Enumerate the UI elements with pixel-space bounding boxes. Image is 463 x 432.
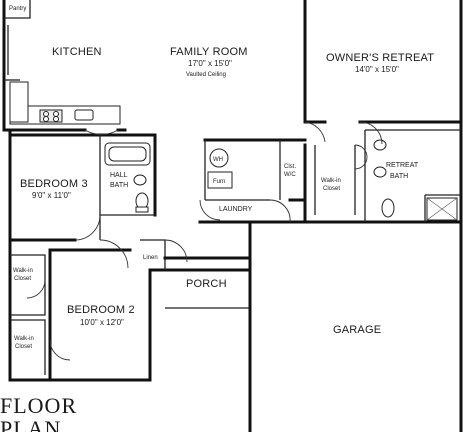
walkin-lower-label-2: Closet: [15, 344, 32, 350]
retreat-walkin-label-1: Walk-in: [321, 178, 341, 184]
bedroom2-dims: 10'0" x 12'0": [80, 318, 124, 327]
retreat-bath-label-2: BATH: [390, 173, 408, 180]
sink-icon: [133, 174, 147, 186]
pantry-label: Pantry: [9, 6, 26, 12]
walkin-upper-label-2: Closet: [14, 276, 31, 282]
retreat-walkin-label-2: Closet: [323, 186, 340, 192]
garage-label: GARAGE: [333, 324, 381, 336]
bedroom2-label: BEDROOM 2: [67, 304, 135, 316]
owners-retreat-label: OWNER'S RETREAT: [326, 52, 434, 64]
porch-label: PORCH: [186, 278, 227, 290]
family-room-note: Vaulted Ceiling: [186, 72, 226, 78]
closet-wic-label-1: Clst.: [284, 164, 296, 170]
walkin-lower-label-1: Walk-in: [14, 336, 34, 342]
family-room-dims: 17'0" x 15'0": [188, 59, 232, 68]
title-line-2: PLAN: [0, 416, 61, 432]
hall-bath-label-1: HALL: [110, 172, 128, 179]
bedroom3-dims: 9'0" x 11'0": [32, 191, 71, 200]
furnace-icon: [207, 171, 233, 189]
walkin-upper-label-1: Walk-in: [13, 268, 33, 274]
furn-label: Furn: [213, 179, 225, 185]
bedroom3-label: BEDROOM 3: [20, 178, 88, 190]
fixtures: [7, 25, 458, 221]
closet-wic-label-2: W/C: [284, 172, 296, 178]
doors: [26, 121, 383, 361]
title-line-1: FLOOR: [0, 393, 77, 418]
wh-label: WH: [213, 157, 223, 163]
water-heater-icon: [209, 148, 229, 168]
linen-label: Linen: [143, 255, 158, 261]
family-room-label: FAMILY ROOM: [170, 46, 248, 58]
kitchen-label: KITCHEN: [52, 46, 102, 58]
kitchen-sink-icon: [74, 109, 94, 121]
owners-retreat-dims: 14'0" x 15'0": [355, 65, 399, 74]
laundry-label: LAUNDRY: [219, 206, 253, 213]
toilet-icon: [381, 198, 395, 218]
hall-bath-label-2: BATH: [110, 182, 128, 189]
retreat-bath-label-1: RETREAT: [386, 162, 419, 169]
